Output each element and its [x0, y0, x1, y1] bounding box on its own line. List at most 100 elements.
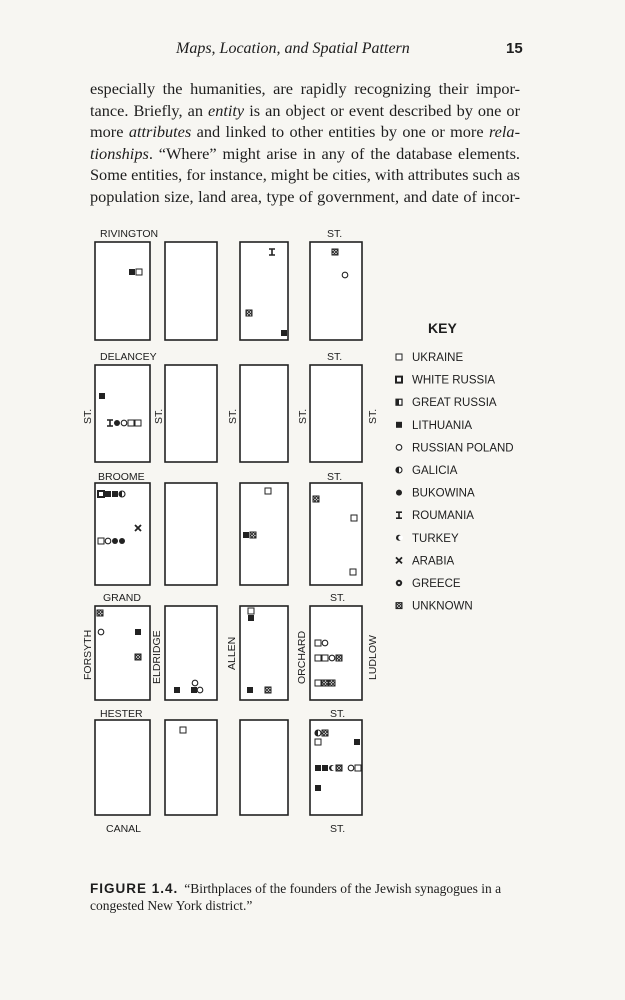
key-symbol-open-square — [395, 353, 403, 361]
city-block — [164, 364, 218, 463]
city-block — [239, 719, 289, 816]
body-line: population size, land area, type of gove… — [90, 186, 520, 206]
map-marker-cross-hatched-square — [321, 729, 329, 737]
map-marker-open-circle — [347, 764, 355, 772]
map-marker-filled-square — [191, 687, 197, 693]
map-marker-i-beam — [107, 419, 113, 427]
map-marker-open-circle — [321, 639, 329, 647]
key-symbol-half-square — [395, 398, 403, 406]
body-line: more attributes and linked to other enti… — [90, 122, 520, 141]
map-marker-cross-hatched-square — [264, 686, 272, 694]
key-label: UKRAINE — [412, 352, 463, 364]
key-label: TURKEY — [412, 533, 459, 545]
map-marker-cross-hatched-square — [328, 679, 336, 687]
map-marker-open-square-thick — [97, 490, 105, 498]
map-marker-open-square — [354, 764, 362, 772]
key-symbol-i-beam — [396, 511, 402, 519]
map-marker-open-square — [264, 487, 272, 495]
city-block — [164, 605, 218, 701]
map-marker-open-square — [314, 679, 322, 687]
street-label-st: ST. — [153, 409, 165, 424]
street-label-eldridge: ELDRIDGE — [151, 630, 163, 684]
body-line: tionships. “Where” might arise in any of… — [90, 143, 520, 163]
key-label: GALICIA — [412, 465, 458, 477]
city-block — [239, 605, 289, 701]
street-label-st: ST. — [367, 409, 379, 424]
street-label-forsyth: FORSYTH — [82, 630, 94, 680]
key-symbol-filled-diamond-circle — [395, 579, 403, 587]
map-marker-open-square — [314, 738, 322, 746]
city-block — [94, 364, 151, 463]
map-marker-open-square — [134, 419, 142, 427]
city-block — [94, 605, 151, 701]
key-symbol-filled-square — [396, 421, 402, 428]
street-label-st: ST. — [330, 592, 345, 604]
running-title: Maps, Location, and Spatial Pattern — [176, 40, 410, 57]
street-label-st: ST. — [327, 351, 342, 363]
map-marker-cross-hatched-square — [134, 653, 142, 661]
map-marker-open-circle — [196, 686, 204, 694]
body-line: Some entities, for instance, might be ci… — [90, 165, 521, 184]
city-block — [164, 241, 218, 341]
figure-caption-text: “Birthplaces of the founders of the Jewi… — [90, 881, 502, 913]
map-marker-open-circle — [341, 271, 349, 279]
street-label-broome: BROOME — [98, 471, 145, 483]
street-label-st: ST. — [327, 471, 342, 483]
map-marker-filled-square — [112, 491, 118, 497]
city-block — [239, 241, 289, 341]
map-marker-filled-square — [99, 393, 105, 399]
map-marker-filled-square — [247, 687, 253, 693]
street-label-canal: CANAL — [106, 823, 141, 835]
map-marker-cross-hatched-square — [335, 764, 343, 772]
map-marker-filled-square — [248, 615, 254, 621]
map-marker-filled-circle — [119, 538, 125, 544]
page-number: 15 — [506, 40, 523, 57]
map-marker-filled-square — [129, 269, 135, 275]
street-label-hester: HESTER — [100, 708, 143, 720]
map-marker-open-square — [350, 514, 358, 522]
body-line: especially the humanities, are rapidly r… — [90, 79, 520, 98]
map-marker-half-circle — [314, 729, 322, 737]
map-marker-filled-square — [174, 687, 180, 693]
map-marker-open-square — [247, 607, 255, 615]
map-marker-filled-square — [322, 765, 328, 771]
map-marker-filled-square — [243, 532, 249, 538]
map-marker-x-mark — [134, 524, 142, 532]
street-label-grand: GRAND — [103, 592, 141, 604]
map-marker-open-circle — [191, 679, 199, 687]
street-label-st: ST. — [330, 823, 345, 835]
map-marker-filled-circle — [112, 538, 118, 544]
street-label-st: ST. — [327, 228, 342, 240]
map-marker-cross-hatched-square — [245, 309, 253, 317]
key-symbol-open-square-thick — [395, 375, 403, 384]
map-marker-crescent — [329, 765, 336, 771]
street-label-st: ST. — [227, 409, 239, 424]
map-marker-open-circle — [328, 654, 336, 662]
figure-label: FIGURE 1.4. — [90, 881, 179, 896]
city-block — [309, 364, 363, 463]
body-line: tance. Briefly, an entity is an object o… — [90, 100, 520, 120]
map-marker-open-square — [135, 268, 143, 276]
italic-term: tionships — [90, 143, 149, 163]
key-label: RUSSIAN POLAND — [412, 442, 514, 454]
map-marker-filled-square — [354, 739, 360, 745]
key-label: GREECE — [412, 578, 461, 590]
key-title: KEY — [428, 320, 457, 336]
key-symbol-cross-hatched-square — [395, 602, 403, 610]
key-label: WHITE RUSSIA — [412, 375, 495, 387]
italic-term: entity — [208, 100, 245, 120]
street-label-ludlow: LUDLOW — [367, 635, 379, 680]
map-marker-open-square — [321, 654, 329, 662]
map-marker-cross-hatched-square — [96, 609, 104, 617]
street-label-orchard: ORCHARD — [296, 630, 308, 684]
map-marker-i-beam — [269, 248, 275, 256]
key-label: GREAT RUSSIA — [412, 397, 497, 409]
map-marker-cross-hatched-square — [331, 248, 339, 256]
city-block — [94, 482, 151, 586]
map-marker-cross-hatched-square — [312, 495, 320, 503]
street-label-rivington: RIVINGTON — [100, 228, 158, 240]
italic-term: attributes — [128, 122, 192, 141]
figure-caption: FIGURE 1.4.“Birthplaces of the founders … — [90, 880, 530, 914]
key-symbol-filled-circle — [396, 489, 402, 496]
city-block — [94, 719, 151, 816]
